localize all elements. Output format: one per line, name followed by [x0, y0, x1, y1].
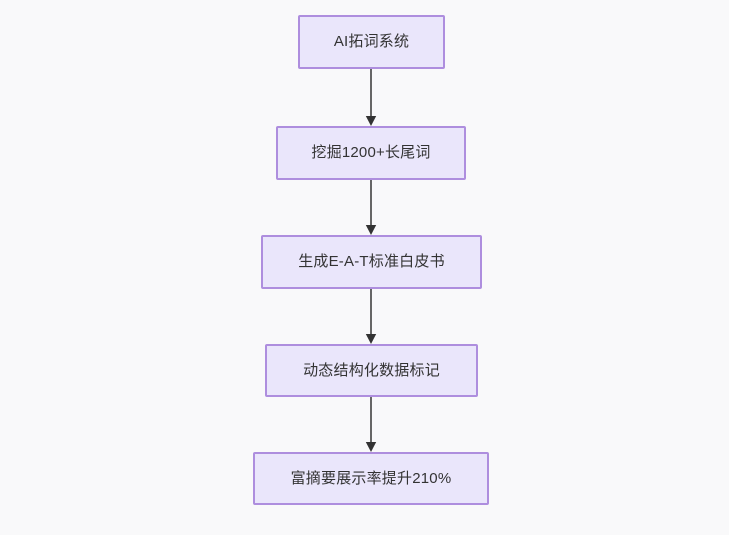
flow-node-label: 动态结构化数据标记 [303, 361, 440, 379]
flow-node-label: 富摘要展示率提升210% [290, 469, 452, 487]
edge-arrow-icon [365, 68, 377, 126]
edge-n4-n5 [364, 396, 378, 454]
flow-node-generate-eat-whitepaper[interactable]: 生成E-A-T标准白皮书 [261, 235, 482, 289]
edge-arrow-icon [365, 288, 377, 344]
flow-node-rich-snippet-impression-lift[interactable]: 富摘要展示率提升210% [253, 452, 489, 505]
edge-arrow-icon [365, 396, 377, 452]
flow-node-mine-longtail-keywords[interactable]: 挖掘1200+长尾词 [276, 126, 466, 180]
flow-node-dynamic-structured-data-markup[interactable]: 动态结构化数据标记 [265, 344, 478, 397]
edge-n3-n4 [364, 288, 378, 346]
edge-arrow-icon [365, 179, 377, 235]
flow-node-label: AI拓词系统 [333, 33, 410, 50]
flow-node-label: 挖掘1200+长尾词 [311, 144, 431, 161]
edge-n1-n2 [364, 68, 378, 128]
flow-node-ai-keyword-system[interactable]: AI拓词系统 [298, 15, 445, 69]
flow-node-label: 生成E-A-T标准白皮书 [298, 253, 445, 270]
edge-n2-n3 [364, 179, 378, 237]
